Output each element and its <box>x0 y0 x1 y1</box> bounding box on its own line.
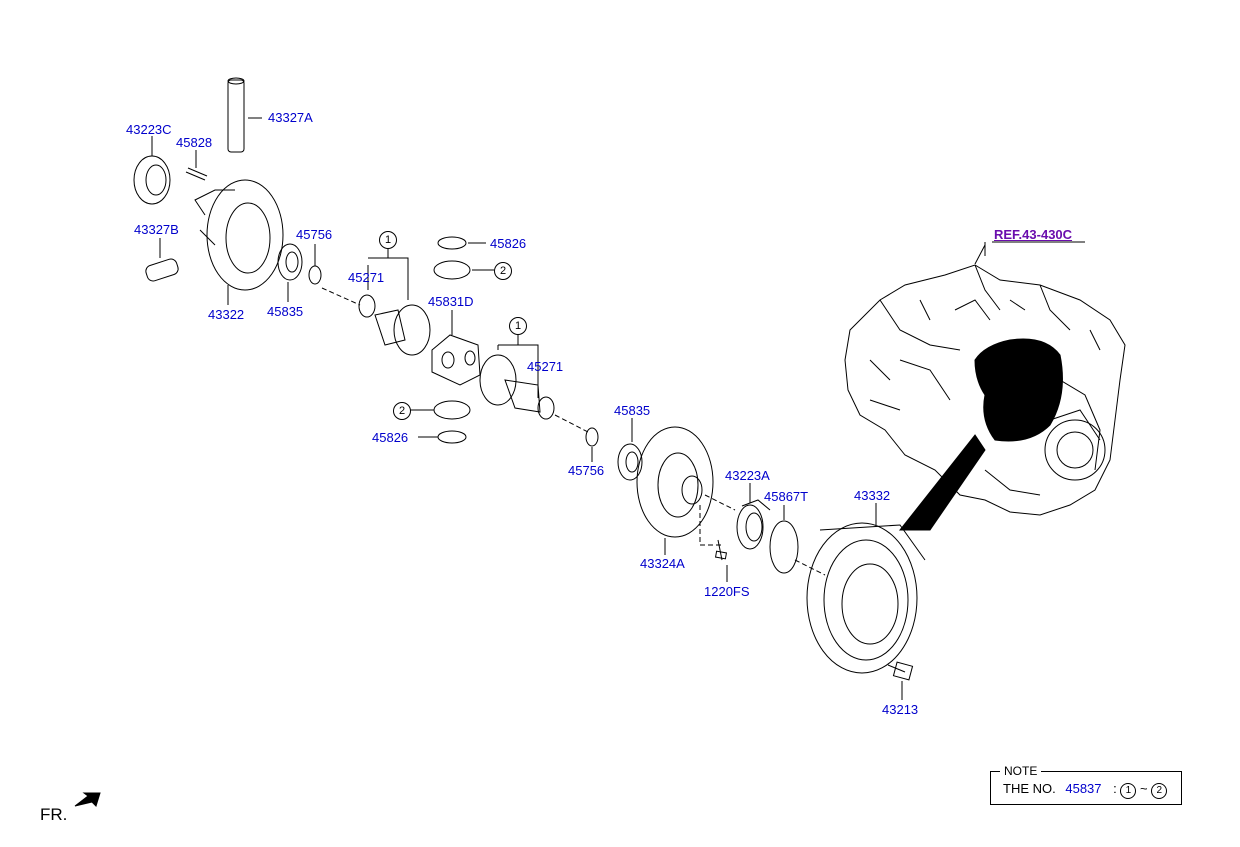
part-label-45826-bottom[interactable]: 45826 <box>372 430 409 445</box>
part-label-43322[interactable]: 43322 <box>208 307 245 322</box>
bearing-left <box>133 136 171 205</box>
part-label-45271-right[interactable]: 45271 <box>527 359 564 374</box>
small-bolt <box>699 505 728 582</box>
transmission-housing <box>844 264 1126 516</box>
front-label: FR. <box>40 805 68 824</box>
note-part-number[interactable]: 45837 <box>1065 781 1102 796</box>
thrust-washer-left <box>277 243 303 302</box>
note-title: NOTE <box>1000 764 1042 778</box>
callout-2-mid: 2 <box>393 402 411 420</box>
snap-ring-right <box>585 427 599 462</box>
cross-block <box>431 310 481 386</box>
note-box <box>990 771 1182 805</box>
part-label-45756-right[interactable]: 45756 <box>568 463 605 478</box>
side-gear-left <box>358 248 431 356</box>
ref-leader <box>984 241 1085 256</box>
note-tilde: ~ <box>1140 781 1148 796</box>
ring-gear <box>806 503 926 674</box>
bearing-right <box>736 483 771 550</box>
differential-case-right <box>636 426 714 555</box>
snap-ring-left <box>308 244 322 285</box>
ref-link[interactable]: REF.43-430C <box>994 227 1073 242</box>
lock-pin <box>145 238 179 282</box>
note-line: THE NO. 45837 : 1 ~ 2 <box>1003 781 1168 799</box>
part-label-45835-right[interactable]: 45835 <box>614 403 651 418</box>
front-arrow-icon <box>74 792 101 807</box>
side-gear-right <box>479 335 555 420</box>
part-label-45756-left[interactable]: 45756 <box>296 227 333 242</box>
part-label-45271-left[interactable]: 45271 <box>348 270 385 285</box>
callout-1-top: 1 <box>379 231 397 249</box>
part-label-45828[interactable]: 45828 <box>176 135 213 150</box>
ring-gear-bolt <box>887 661 914 700</box>
differential-case-left <box>194 179 284 305</box>
part-label-45835-left[interactable]: 45835 <box>267 304 304 319</box>
part-label-1220FS[interactable]: 1220FS <box>704 584 750 599</box>
callout-2-top: 2 <box>494 262 512 280</box>
pin <box>185 150 208 181</box>
note-prefix: THE NO. <box>1003 781 1056 796</box>
seal-ring <box>769 505 799 574</box>
part-label-45867T[interactable]: 45867T <box>764 489 809 504</box>
note-callout-from: 1 <box>1120 783 1137 799</box>
pinion-gear-top <box>433 236 494 280</box>
pinion-gear-bottom <box>410 400 471 444</box>
part-label-43324A[interactable]: 43324A <box>640 556 685 571</box>
part-label-45831D[interactable]: 45831D <box>428 294 474 309</box>
thrust-washer-right <box>617 418 643 481</box>
part-label-45826-top[interactable]: 45826 <box>490 236 527 251</box>
part-label-43327A[interactable]: 43327A <box>268 110 313 125</box>
part-label-43327B[interactable]: 43327B <box>134 222 179 237</box>
part-label-43332[interactable]: 43332 <box>854 488 891 503</box>
note-range-separator: : <box>1113 781 1117 796</box>
part-label-43223A[interactable]: 43223A <box>725 468 770 483</box>
note-callout-to: 2 <box>1151 783 1168 799</box>
part-label-43223C[interactable]: 43223C <box>126 122 172 137</box>
pinion-shaft <box>227 77 262 153</box>
part-label-43213[interactable]: 43213 <box>882 702 919 717</box>
differential-location-marker <box>898 244 1063 531</box>
callout-1-mid: 1 <box>509 317 527 335</box>
